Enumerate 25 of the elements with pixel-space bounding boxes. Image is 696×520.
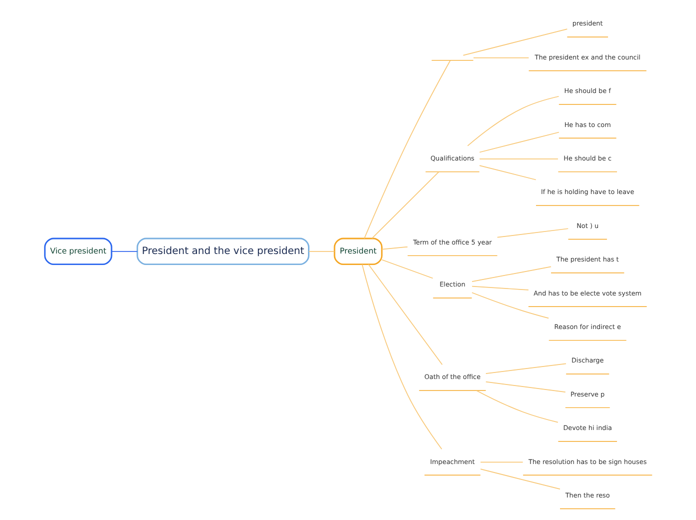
node-box: President and the vice president	[136, 238, 309, 266]
connector	[380, 246, 408, 250]
connector	[480, 462, 523, 463]
connector	[466, 96, 559, 146]
connector	[471, 286, 528, 290]
connector	[462, 28, 568, 56]
connector	[110, 250, 138, 252]
connector	[380, 259, 433, 279]
connector	[472, 57, 529, 58]
connector	[484, 363, 566, 374]
connector	[480, 468, 560, 490]
connector	[371, 171, 439, 239]
connector	[368, 264, 442, 366]
connector	[363, 60, 450, 239]
connector	[476, 390, 558, 423]
connector	[478, 158, 558, 160]
connector	[484, 381, 566, 392]
connector	[361, 264, 442, 450]
connector	[496, 228, 568, 238]
connector	[308, 250, 334, 252]
connector	[478, 165, 536, 180]
connector	[471, 266, 551, 282]
connector	[478, 132, 559, 153]
connector	[471, 292, 548, 319]
node-bar	[430, 60, 474, 61]
